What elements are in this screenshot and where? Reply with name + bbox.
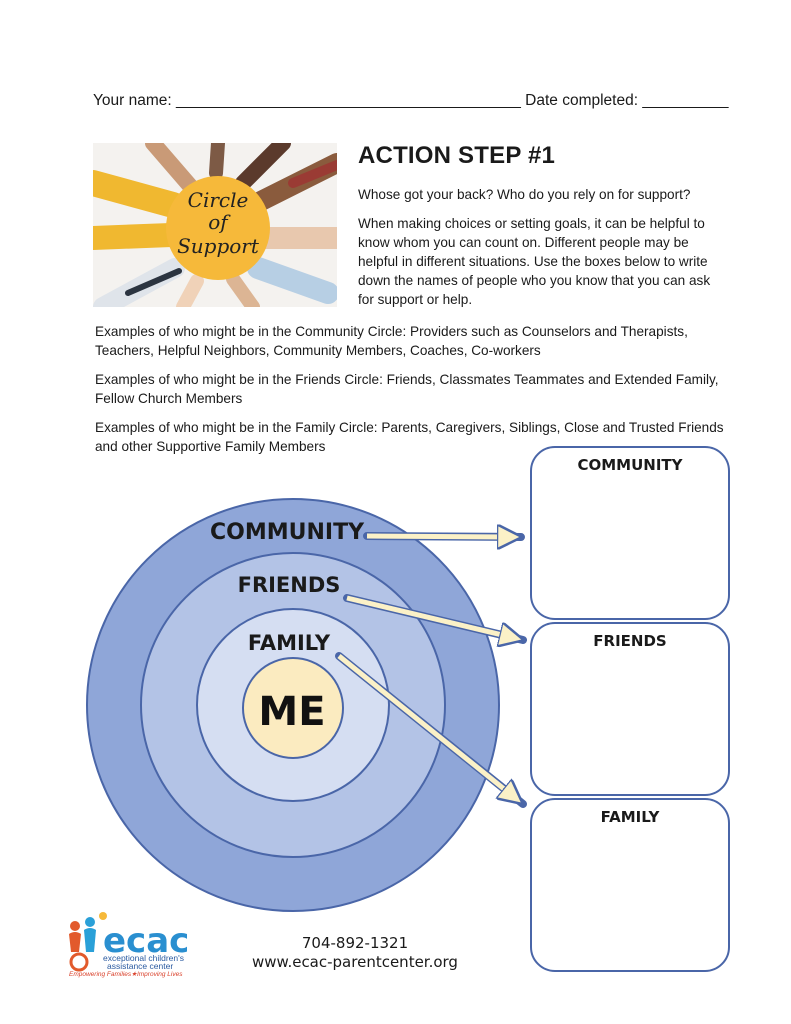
date-blank[interactable]: __________ [642,92,729,109]
friends-box-title: FRIENDS [593,632,666,650]
people-icon [69,912,107,972]
name-blank[interactable]: ________________________________________ [176,92,521,109]
support-question: Whose got your back? Who do you rely on … [358,187,691,202]
community-box[interactable] [530,446,730,620]
community-arrow [366,536,517,537]
badge-line1: Circle [188,188,249,212]
circle-of-support-photo: Circle of Support [80,135,348,317]
logo-name-line2: assistance center [107,961,173,971]
family-ring-label: FAMILY [248,631,331,655]
name-label: Your name: [93,92,177,109]
logo-tagline: Empowering Families★Improving Lives [69,971,183,978]
phone-number: 704-892-1321 [301,934,409,952]
intro-paragraph: When making choices or setting goals, it… [358,216,711,307]
badge-line3: Support [177,234,260,258]
friends-examples: Examples of who might be in the Friends … [95,372,719,406]
circle-diagram: COMMUNITY FRIENDS FAMILY ME COMMUNITY FR… [85,440,735,980]
logo-brand: ecac [103,921,189,961]
arrows [335,536,527,808]
ecac-logo: ecac exceptional children's assistance c… [65,912,215,978]
website-link[interactable]: www.ecac-parentcenter.org [252,953,458,971]
community-box-title: COMMUNITY [577,456,683,474]
family-box[interactable] [530,798,730,972]
friends-ring-label: FRIENDS [238,573,341,597]
page-title: ACTION STEP #1 [358,142,556,169]
badge-circle [166,176,270,280]
community-ring-label: COMMUNITY [210,520,365,545]
family-examples: Examples of who might be in the Family C… [95,420,724,454]
family-box-title: FAMILY [601,808,661,826]
me-label: ME [258,689,325,735]
community-examples: Examples of who might be in the Communit… [95,324,688,358]
date-label: Date completed: [520,92,643,109]
header-line: Your name: _____________________________… [93,92,733,110]
badge-line2: of [208,210,231,234]
logo-name-line1: exceptional children's [103,953,184,963]
me-circle [242,657,344,759]
family-arrow [337,654,519,801]
friends-arrow [346,595,519,639]
friends-box[interactable] [530,622,730,796]
contact-info: 704-892-1321 www.ecac-parentcenter.org [240,934,470,972]
